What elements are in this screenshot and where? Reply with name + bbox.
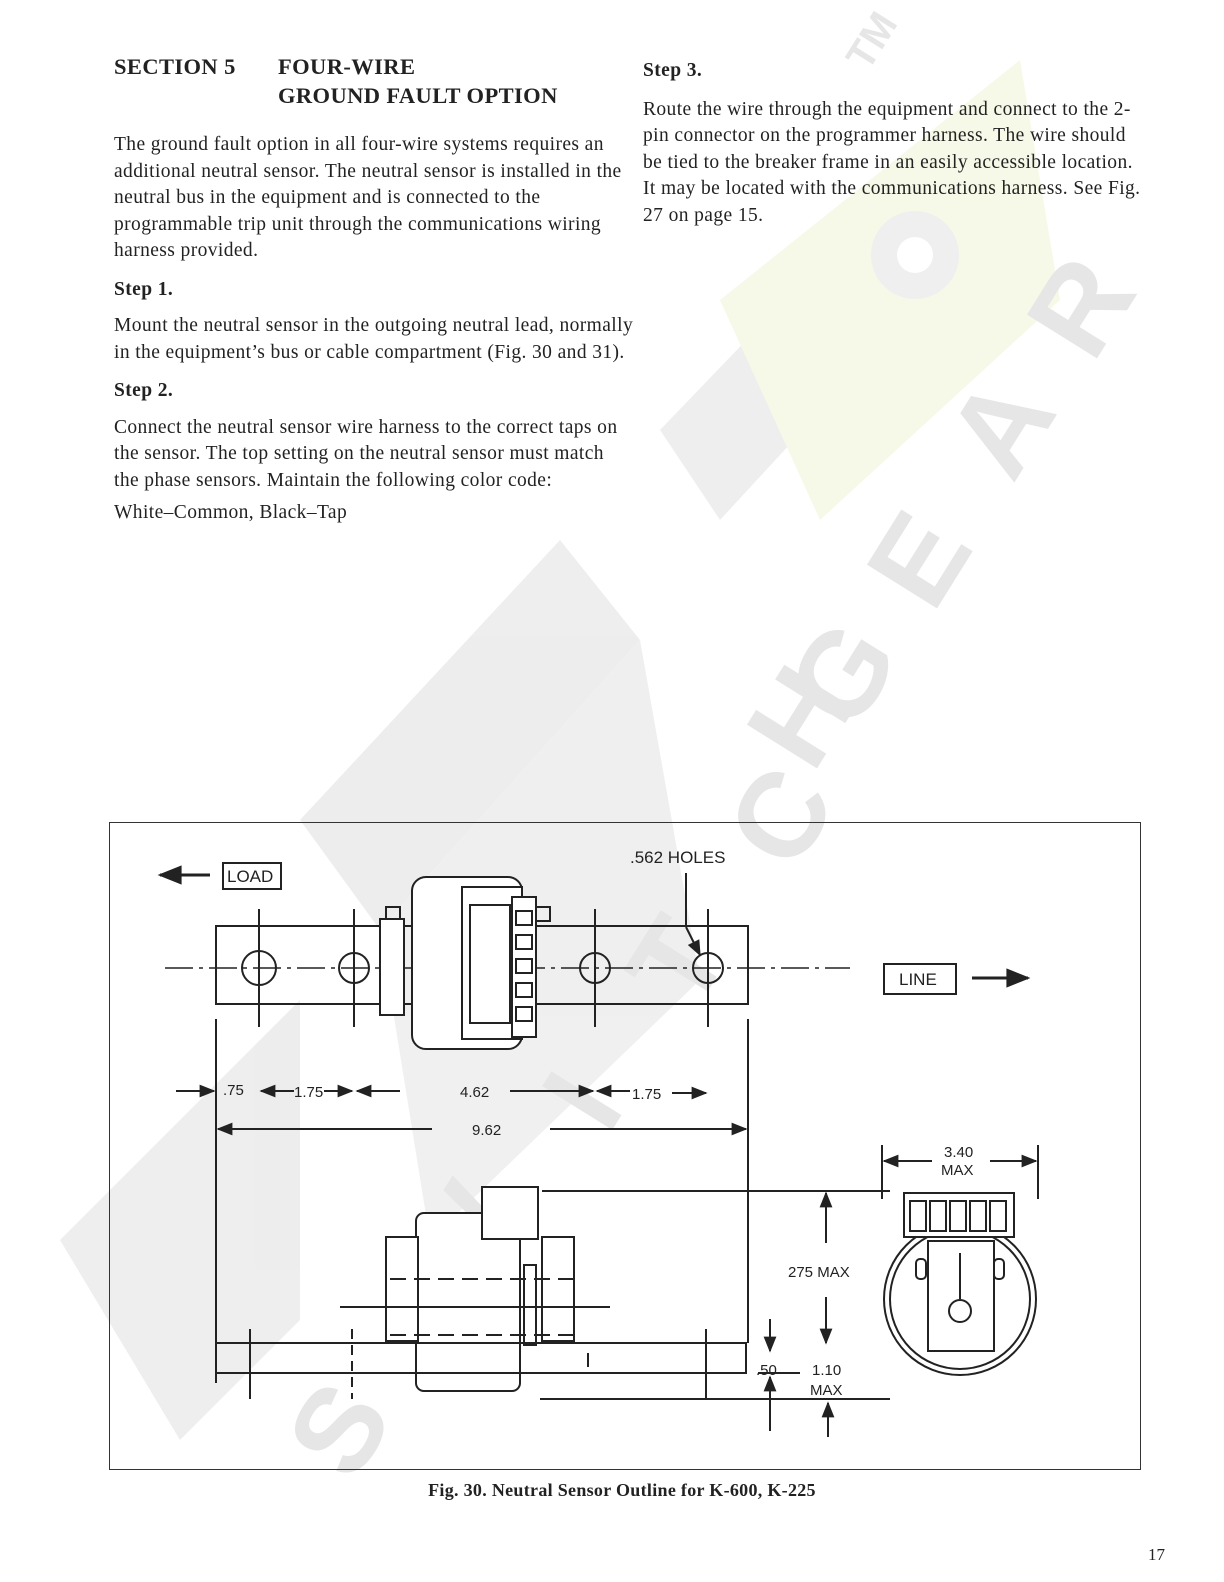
dim-label: 1.75 bbox=[632, 1086, 661, 1103]
step-heading: Step 1. bbox=[114, 278, 174, 300]
section-title-line: FOUR-WIRE bbox=[278, 54, 416, 79]
intro-paragraph: The ground fault option in all four-wire… bbox=[114, 134, 622, 261]
watermark-letter: G bbox=[761, 599, 924, 749]
dim-label: .75 bbox=[223, 1082, 244, 1099]
watermark-letter: H bbox=[721, 644, 881, 789]
step-text: Route the wire through the equipment and… bbox=[643, 98, 1141, 226]
page-number: 17 bbox=[1148, 1545, 1165, 1564]
color-code-text: White–Common, Black–Tap bbox=[114, 502, 348, 523]
bus-bar-side bbox=[215, 1342, 747, 1374]
step-text: Connect the neutral sensor wire harness … bbox=[114, 416, 618, 491]
step-heading: Step 3. bbox=[643, 60, 703, 81]
line-box bbox=[883, 963, 957, 995]
section-heading: SECTION 5 FOUR-WIRE GROUND FAULT OPTION bbox=[114, 52, 634, 110]
dim-label: 4.62 bbox=[460, 1084, 489, 1101]
dim-label: 9.62 bbox=[472, 1122, 501, 1139]
dim-label: 1.75 bbox=[294, 1084, 323, 1101]
load-label: LOAD bbox=[227, 867, 273, 886]
dim-label: 3.40 bbox=[944, 1144, 973, 1161]
section-title-line: GROUND FAULT OPTION bbox=[278, 83, 558, 108]
dim-label: MAX bbox=[941, 1162, 974, 1179]
watermark-letter: R bbox=[1001, 234, 1161, 379]
dim-label: 275 MAX bbox=[788, 1264, 850, 1281]
line-label: LINE bbox=[899, 970, 937, 989]
dim-label: MAX bbox=[810, 1382, 843, 1399]
section-title: FOUR-WIRE GROUND FAULT OPTION bbox=[278, 52, 558, 110]
neutral-sensor-drawing: LOAD LINE .562 HOLES .75 1.75 4.62 1.75 … bbox=[157, 848, 1039, 1437]
dim-label: 1.10 bbox=[812, 1362, 841, 1379]
section-number: SECTION 5 bbox=[114, 54, 236, 79]
figure-neutral-sensor: LOAD LINE .562 HOLES .75 1.75 4.62 1.75 … bbox=[109, 822, 1141, 1470]
figure-caption: Fig. 30. Neutral Sensor Outline for K-60… bbox=[428, 1480, 816, 1500]
right-column: Step 3. Route the wire through the equip… bbox=[643, 58, 1143, 235]
left-column: SECTION 5 FOUR-WIRE GROUND FAULT OPTION … bbox=[114, 52, 634, 533]
load-box bbox=[222, 862, 282, 890]
step-heading: Step 2. bbox=[114, 380, 174, 401]
dim-label: .50 bbox=[756, 1362, 777, 1379]
holes-label: .562 HOLES bbox=[630, 848, 725, 867]
watermark-letter: A bbox=[921, 354, 1081, 499]
watermark-letter: E bbox=[841, 490, 997, 629]
step-text: Mount the neutral sensor in the outgoing… bbox=[114, 315, 634, 363]
